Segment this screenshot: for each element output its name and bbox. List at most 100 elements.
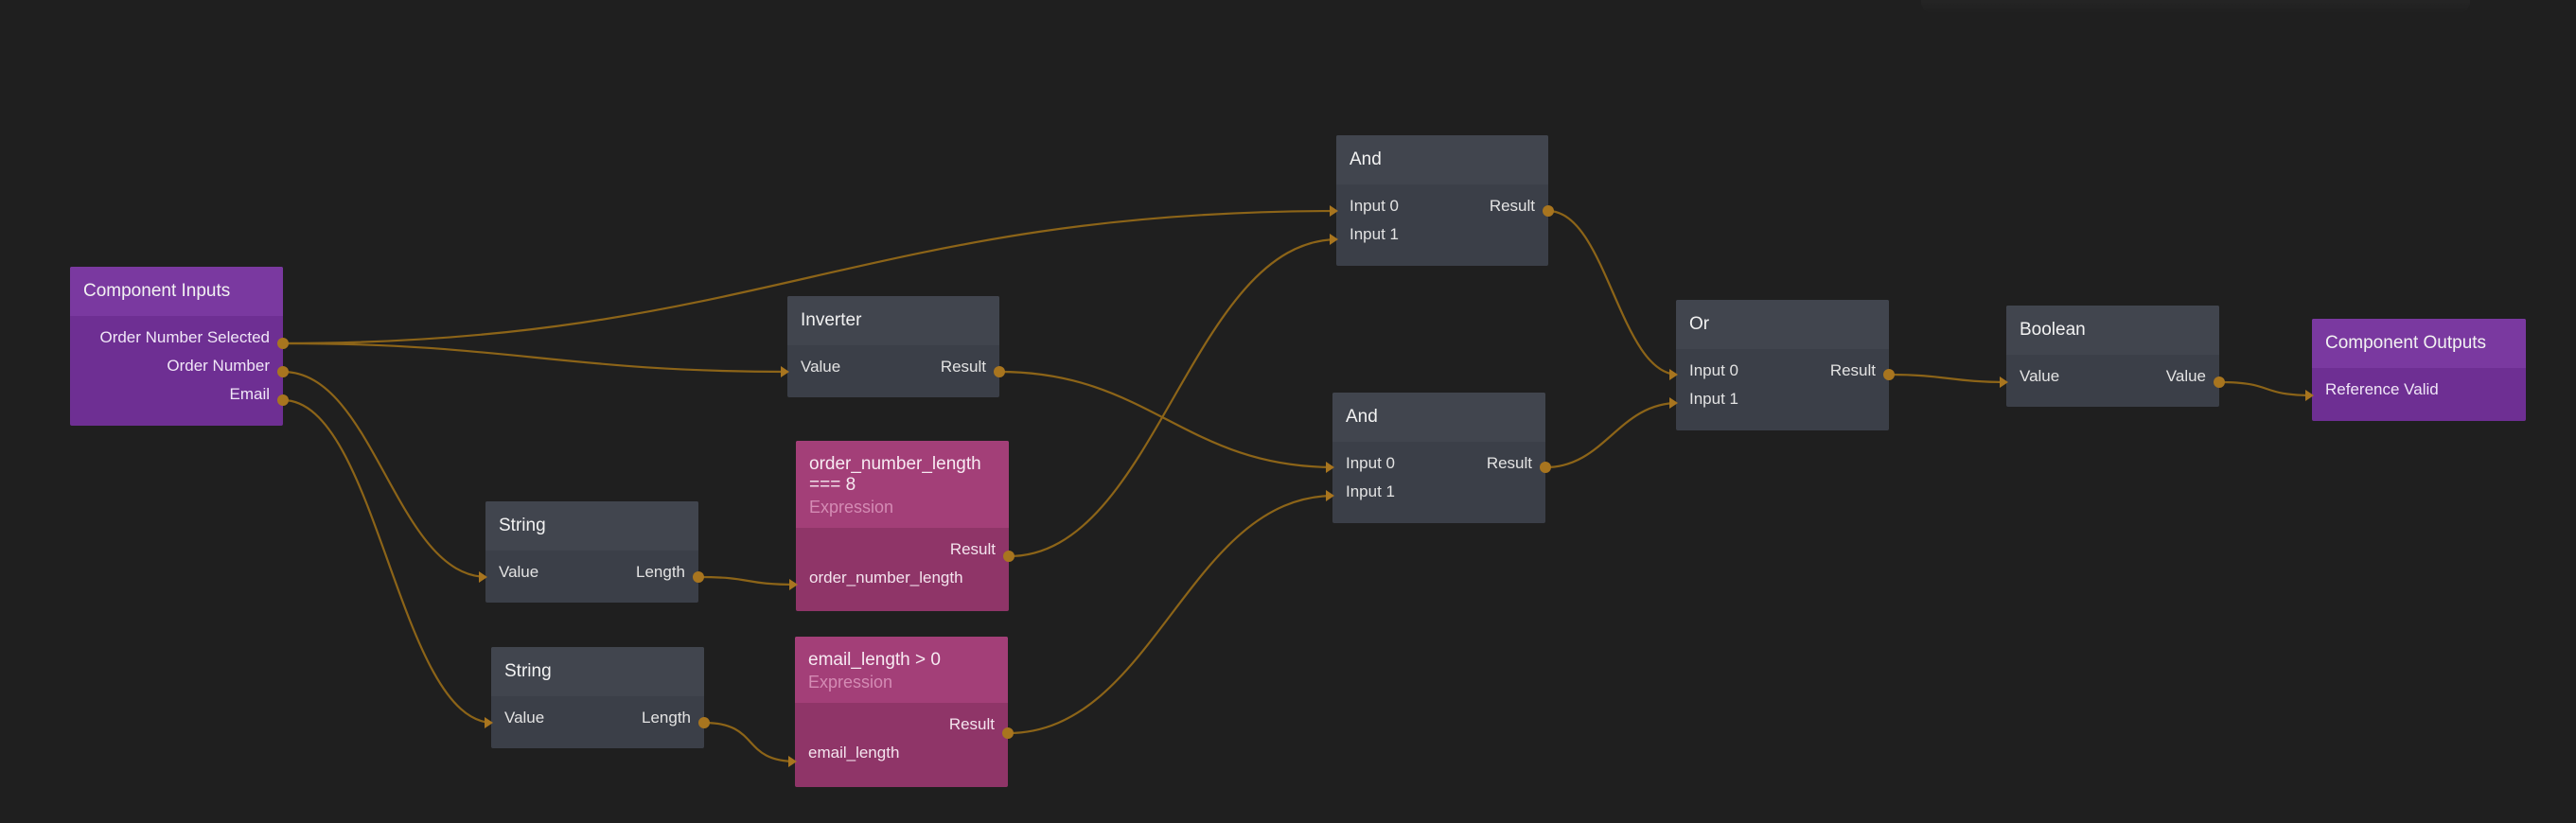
boolean-node[interactable]: Boolean Value Value bbox=[2006, 306, 2219, 407]
node-title: And bbox=[1332, 393, 1545, 442]
top-panel-shadow bbox=[1921, 0, 2470, 13]
input-port-label: Input 1 bbox=[1350, 225, 1399, 243]
connection-wire[interactable] bbox=[282, 341, 790, 374]
connection-wire[interactable] bbox=[1888, 373, 2009, 384]
port-label: Result bbox=[948, 715, 995, 733]
input-port-arrow[interactable] bbox=[1330, 234, 1338, 245]
output-port-email[interactable]: Email bbox=[83, 380, 270, 409]
node-title: Inverter bbox=[787, 296, 999, 345]
connection-wire[interactable] bbox=[998, 370, 1335, 469]
output-port-dot[interactable] bbox=[1883, 369, 1895, 380]
connection-wire[interactable] bbox=[1544, 401, 1679, 469]
input-port-arrow[interactable] bbox=[2305, 390, 2314, 401]
and-node[interactable]: And Input 0 Result Input 1 bbox=[1336, 135, 1548, 266]
port-row[interactable]: Input 0 Result bbox=[1689, 357, 1876, 385]
output-port-dot[interactable] bbox=[693, 571, 704, 583]
node-title: Component Inputs bbox=[70, 267, 283, 316]
inverter-node[interactable]: Inverter Value Result bbox=[787, 296, 999, 397]
output-port-dot[interactable] bbox=[698, 717, 710, 728]
connection-wire[interactable] bbox=[2218, 380, 2315, 397]
string-node[interactable]: String Value Length bbox=[485, 501, 698, 603]
output-port-order-number[interactable]: Order Number bbox=[83, 352, 270, 380]
expression-node[interactable]: email_length > 0 Expression Result email… bbox=[795, 637, 1008, 787]
component-inputs-node[interactable]: Component Inputs Order Number Selected O… bbox=[70, 267, 283, 426]
expression-node[interactable]: order_number_length === 8 Expression Res… bbox=[796, 441, 1009, 611]
output-port-label: Result bbox=[940, 358, 986, 376]
node-title: Component Outputs bbox=[2312, 319, 2526, 368]
input-port-label: Value bbox=[801, 358, 841, 376]
input-port-arrow[interactable] bbox=[789, 579, 798, 590]
port-row[interactable]: Input 1 bbox=[1346, 478, 1532, 506]
connection-wire[interactable] bbox=[1008, 237, 1339, 558]
input-port-arrow[interactable] bbox=[1326, 462, 1334, 473]
input-port-label: Input 0 bbox=[1689, 361, 1738, 379]
connection-wire[interactable] bbox=[1007, 494, 1335, 735]
port-row[interactable]: Input 0 Result bbox=[1346, 449, 1532, 478]
connection-wire[interactable] bbox=[282, 370, 488, 579]
output-port-dot[interactable] bbox=[1002, 727, 1014, 739]
connection-wire[interactable] bbox=[697, 575, 799, 587]
input-port-label: Value bbox=[499, 563, 539, 581]
input-port-email-length[interactable]: email_length bbox=[808, 739, 995, 767]
connection-wire[interactable] bbox=[1547, 209, 1679, 376]
port-label: order_number_length bbox=[809, 569, 963, 587]
node-header: email_length > 0 Expression bbox=[795, 637, 1008, 703]
port-row[interactable]: Input 0 Result bbox=[1350, 192, 1535, 220]
output-port-dot[interactable] bbox=[277, 394, 289, 406]
output-port-result[interactable]: Result bbox=[809, 535, 996, 564]
input-port-arrow[interactable] bbox=[1669, 369, 1678, 380]
input-port-arrow[interactable] bbox=[781, 366, 789, 377]
input-port-arrow[interactable] bbox=[2000, 376, 2008, 388]
node-title: And bbox=[1336, 135, 1548, 184]
and-node[interactable]: And Input 0 Result Input 1 bbox=[1332, 393, 1545, 523]
output-port-order-number-selected[interactable]: Order Number Selected bbox=[83, 324, 270, 352]
connection-wire[interactable] bbox=[282, 398, 494, 725]
input-port-label: Input 0 bbox=[1350, 197, 1399, 215]
port-label: Reference Valid bbox=[2325, 380, 2439, 398]
input-port-reference-valid[interactable]: Reference Valid bbox=[2325, 376, 2513, 404]
output-port-dot[interactable] bbox=[2214, 376, 2225, 388]
input-port-order-number-length[interactable]: order_number_length bbox=[809, 564, 996, 592]
output-port-label: Result bbox=[1486, 454, 1532, 472]
port-row[interactable]: Value Value bbox=[2020, 362, 2206, 391]
or-node[interactable]: Or Input 0 Result Input 1 bbox=[1676, 300, 1889, 430]
port-label: Order Number bbox=[167, 357, 270, 375]
node-type-label: Expression bbox=[808, 673, 893, 692]
port-row[interactable]: Input 1 bbox=[1689, 385, 1876, 413]
input-port-arrow[interactable] bbox=[1669, 397, 1678, 409]
input-port-arrow[interactable] bbox=[1330, 205, 1338, 217]
port-row[interactable]: Input 1 bbox=[1350, 220, 1535, 249]
output-port-dot[interactable] bbox=[1540, 462, 1551, 473]
input-port-label: Input 0 bbox=[1346, 454, 1395, 472]
input-port-arrow[interactable] bbox=[1326, 490, 1334, 501]
output-port-label: Length bbox=[636, 563, 685, 581]
input-port-label: Input 1 bbox=[1689, 390, 1738, 408]
connection-wire[interactable] bbox=[703, 721, 798, 763]
input-port-arrow[interactable] bbox=[479, 571, 487, 583]
output-port-dot[interactable] bbox=[1003, 551, 1015, 562]
node-title: Boolean bbox=[2006, 306, 2219, 355]
component-outputs-node[interactable]: Component Outputs Reference Valid bbox=[2312, 319, 2526, 421]
output-port-label: Result bbox=[1489, 197, 1535, 215]
expression-text: email_length > 0 bbox=[808, 650, 941, 670]
port-row[interactable]: Value Length bbox=[504, 704, 691, 732]
node-type-label: Expression bbox=[809, 498, 894, 517]
port-row[interactable]: Value Result bbox=[801, 353, 986, 381]
input-port-label: Input 1 bbox=[1346, 482, 1395, 500]
input-port-arrow[interactable] bbox=[788, 756, 797, 767]
port-row[interactable]: Value Length bbox=[499, 558, 685, 587]
node-title: String bbox=[491, 647, 704, 696]
string-node[interactable]: String Value Length bbox=[491, 647, 704, 748]
input-port-label: Value bbox=[2020, 367, 2060, 385]
output-port-dot[interactable] bbox=[994, 366, 1005, 377]
output-port-label: Length bbox=[642, 709, 691, 727]
node-header: order_number_length === 8 Expression bbox=[796, 441, 1009, 528]
output-port-dot[interactable] bbox=[277, 366, 289, 377]
output-port-dot[interactable] bbox=[277, 338, 289, 349]
port-label: email_length bbox=[808, 744, 900, 762]
output-port-dot[interactable] bbox=[1543, 205, 1554, 217]
output-port-result[interactable]: Result bbox=[808, 710, 995, 739]
input-port-arrow[interactable] bbox=[485, 717, 493, 728]
